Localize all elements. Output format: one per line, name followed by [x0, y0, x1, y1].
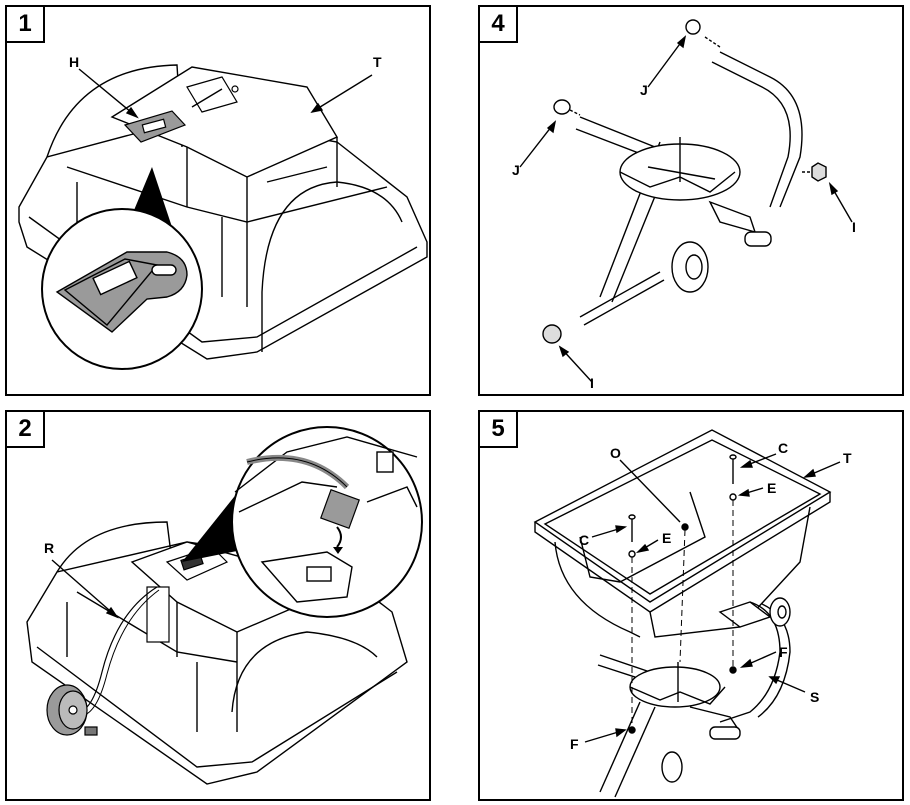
- hopper-wiring-illustration: [26, 426, 423, 785]
- label-T: T: [373, 54, 382, 70]
- label-H: H: [69, 54, 80, 70]
- label-J-left: J: [512, 162, 520, 178]
- frame-assembly-illustration: [519, 19, 853, 383]
- label-C-top: C: [778, 440, 789, 456]
- label-R: R: [44, 540, 55, 556]
- step-number-2: 2: [7, 412, 45, 448]
- label-O: O: [610, 445, 621, 461]
- label-F-right: F: [779, 644, 788, 660]
- label-F-left: F: [570, 736, 579, 752]
- panel-step-5: 5: [478, 410, 904, 801]
- step-number-4: 4: [480, 7, 518, 43]
- label-C-left: C: [579, 532, 590, 548]
- decal-on-hopper: [123, 110, 187, 143]
- panel-step-2: 2: [5, 410, 431, 801]
- hopper-mounting-illustration: [533, 429, 841, 798]
- panel-step-1: 1: [5, 5, 431, 396]
- end-caps: [542, 19, 827, 344]
- label-E-top: E: [767, 480, 777, 496]
- control-knob: [46, 684, 98, 736]
- label-J-top: J: [640, 82, 648, 98]
- label-E-left: E: [662, 530, 672, 546]
- step-number-1: 1: [7, 7, 45, 43]
- label-I-right: I: [852, 219, 856, 235]
- label-S: S: [810, 689, 820, 705]
- label-T: T: [843, 450, 852, 466]
- decal-detail: [55, 251, 188, 333]
- hopper-upside-down-illustration: [18, 64, 428, 370]
- step-number-5: 5: [480, 412, 518, 448]
- panel-step-4: 4: [478, 5, 904, 396]
- label-I-bottom: I: [590, 375, 594, 391]
